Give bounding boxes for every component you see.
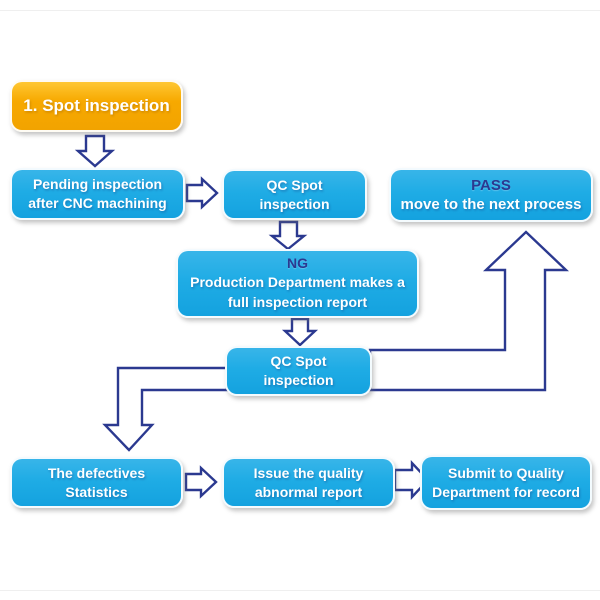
node-submit-for-record: Submit to Quality Department for record [420,455,592,510]
node-line: inspection [259,195,330,212]
node-line: Pending inspection [32,176,163,192]
node-pending-inspection: Pending inspection after CNC machining [10,168,185,220]
frame-line-top [0,10,600,11]
arrow-qc2-to-pass [368,230,570,392]
node-line: after CNC machining [28,195,167,211]
arrow-start-to-pending [74,134,116,168]
node-pass: PASS move to the next process [389,168,593,222]
arrow-qc2-to-defectives [102,366,229,452]
arrow-pending-to-qc1 [185,176,219,210]
node-line: abnormal report [254,483,363,500]
node-line: inspection [263,372,334,388]
node-line: Department for record [432,483,580,500]
node-defectives-statistics: The defectives Statistics [10,457,183,508]
node-line: QC Spot [266,176,323,193]
node-ng-report: NG Production Department makes a full in… [176,249,419,318]
node-line: QC Spot [270,353,327,369]
node-label: 1. Spot inspection [23,96,170,115]
node-line: move to the next process [400,196,582,213]
node-line: Statistics [65,483,128,500]
node-line: Issue the quality [253,464,364,481]
arrow-ng-to-qc2 [281,317,319,347]
arrow-defectives-to-issue [184,465,218,499]
node-line: NG [287,255,308,271]
arrow-qc1-to-ng [268,220,308,251]
frame-line-bottom [0,590,600,591]
node-line: Production Department makes a [190,274,405,290]
node-line: The defectives [47,464,146,481]
node-line: PASS [471,177,511,194]
node-qc-spot-inspection-2: QC Spot inspection [225,346,372,396]
node-line: Submit to Quality [448,464,564,481]
node-line: full inspection report [227,294,368,310]
node-issue-abnormal-report: Issue the quality abnormal report [222,457,395,508]
node-start: 1. Spot inspection [10,80,183,132]
node-qc-spot-inspection-1: QC Spot inspection [222,169,367,220]
